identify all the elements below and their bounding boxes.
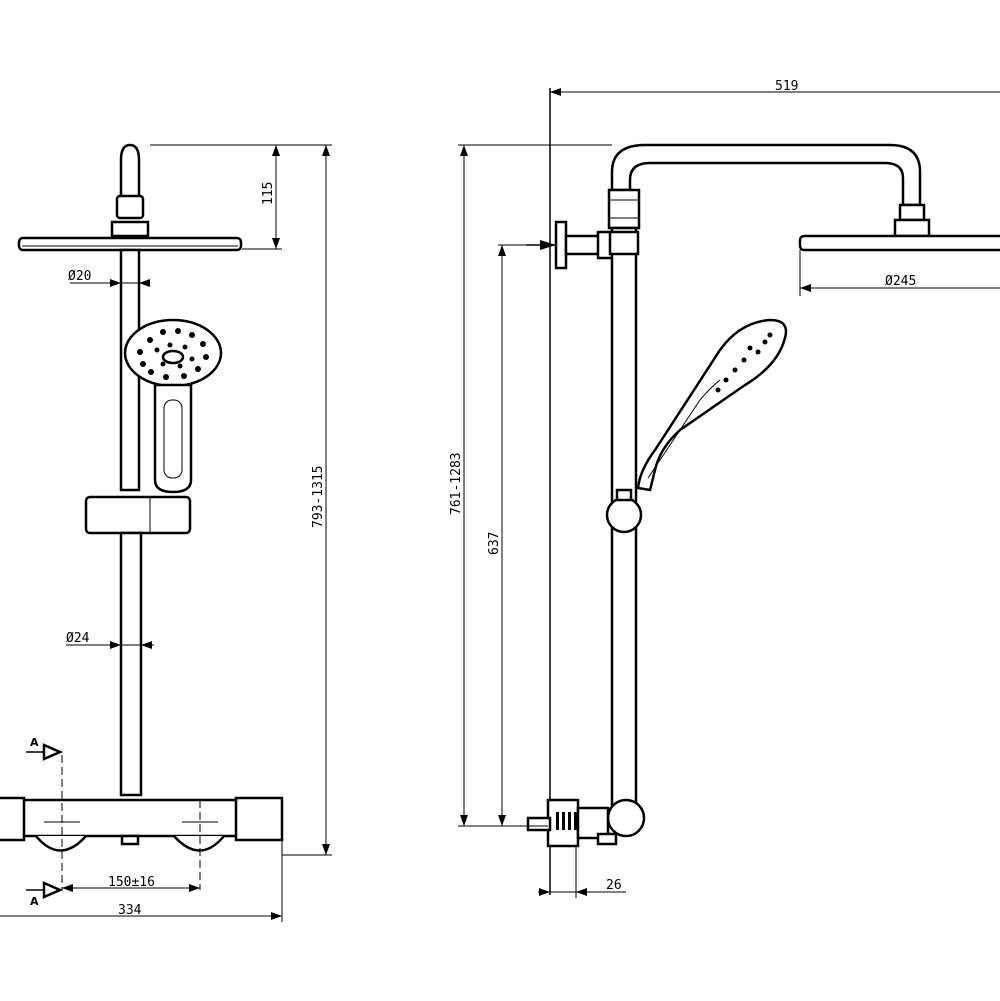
dim-total-height: 793-1315 — [311, 465, 326, 528]
front-left-inlet — [35, 835, 87, 852]
front-right-inlet — [173, 835, 225, 852]
side-mixer — [526, 798, 646, 848]
side-hand-shower — [636, 318, 788, 492]
dim-side-total-height: 761-1283 — [449, 452, 464, 515]
dim-head-height: 115 — [261, 182, 276, 205]
dim-top-pipe-diameter: Ø20 — [68, 269, 91, 284]
front-top-elbow — [119, 143, 141, 202]
front-head-nut — [110, 220, 150, 238]
front-hand-shower-nozzles — [137, 328, 209, 380]
dim-rail-diameter: Ø24 — [66, 631, 90, 646]
side-nozzles — [715, 332, 773, 393]
side-wall-bracket — [554, 220, 568, 270]
side-view: 519 761-1283 637 Ø245 26 — [449, 79, 1000, 898]
dim-mixer-width: 334 — [118, 903, 142, 918]
dim-head-diameter: Ø245 — [885, 274, 916, 289]
front-rain-head — [17, 236, 243, 252]
front-left-knob — [0, 796, 26, 842]
side-arm-nut — [607, 188, 641, 230]
front-hand-shower-handle — [153, 383, 193, 494]
section-a-top: A — [30, 736, 39, 749]
front-slider — [84, 495, 192, 535]
front-view: A A 115 793-1315 Ø20 Ø24 150±16 — [0, 143, 332, 922]
front-rail — [119, 531, 143, 797]
side-overhead-arm — [610, 143, 922, 207]
front-head-connector — [115, 194, 145, 220]
dim-inlet-spacing: 150±16 — [108, 875, 155, 890]
dim-projection: 519 — [775, 79, 798, 94]
side-slider-knob — [605, 496, 643, 534]
dim-bracket-height: 637 — [487, 532, 502, 555]
front-right-knob — [234, 796, 284, 842]
section-a-bottom: A — [30, 895, 39, 908]
side-rain-head — [798, 234, 1000, 252]
dim-wall-offset: 26 — [606, 878, 622, 893]
